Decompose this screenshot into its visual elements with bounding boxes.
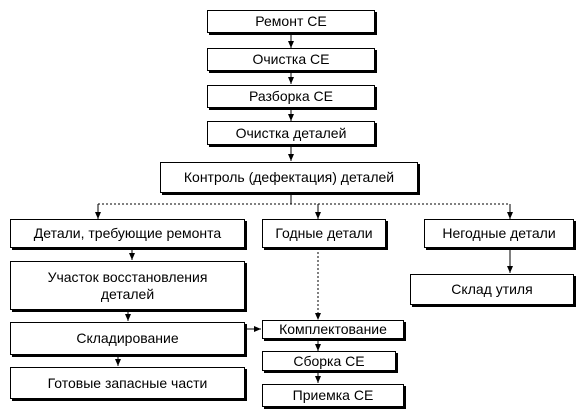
node-kitting: Комплектование	[262, 320, 404, 339]
node-repair-ce: Ремонт СЕ	[207, 10, 375, 33]
node-acceptance-ce: Приемка СЕ	[262, 384, 404, 407]
node-assembly-ce: Сборка СЕ	[262, 351, 396, 371]
node-control-defectation: Контроль (дефектация) деталей	[160, 162, 418, 193]
node-cleaning-ce: Очистка СЕ	[207, 48, 375, 71]
node-finished-spares: Готовые запасные части	[10, 367, 245, 399]
node-scrap-warehouse: Склад утиля	[410, 274, 574, 305]
node-restoration-area: Участок восстановления деталей	[10, 261, 245, 310]
node-storage: Складирование	[10, 322, 245, 355]
node-cleaning-parts: Очистка деталей	[207, 121, 375, 145]
node-good-parts: Годные детали	[262, 219, 386, 248]
node-unusable-parts: Негодные детали	[424, 219, 574, 248]
node-parts-need-repair: Детали, требующие ремонта	[10, 219, 245, 248]
node-disassembly-ce: Разборка СЕ	[207, 85, 375, 108]
